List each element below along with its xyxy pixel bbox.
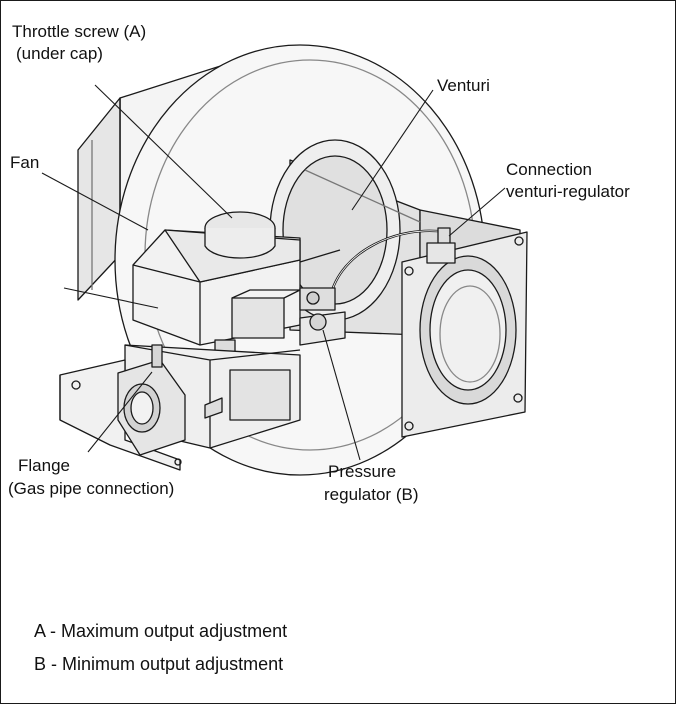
label-flange: Flange [18,456,70,475]
label-venturi: Venturi [437,76,490,95]
label-venturi-regulator: venturi-regulator [506,182,630,201]
gas-valve-body [132,211,341,352]
legend-b: B - Minimum output adjustment [34,654,284,674]
label-fan: Fan [10,153,40,172]
connection-tube [328,227,456,299]
label-connection: Connection [506,160,593,179]
label-pressure: Pressure [328,462,397,481]
label-regulator-b: regulator (B) [324,485,419,504]
label-throttle-screw: Throttle screw (A) [12,22,147,41]
outlet-flange-plate [401,231,528,438]
leader-lines [41,84,506,461]
legend-a: A - Maximum output adjustment [34,621,288,641]
pressure-regulator [299,311,346,346]
gas-inlet-flange [117,344,223,456]
label-under-cap: (under cap) [16,44,103,63]
label-gas-pipe-connection: (Gas pipe connection) [8,479,175,498]
